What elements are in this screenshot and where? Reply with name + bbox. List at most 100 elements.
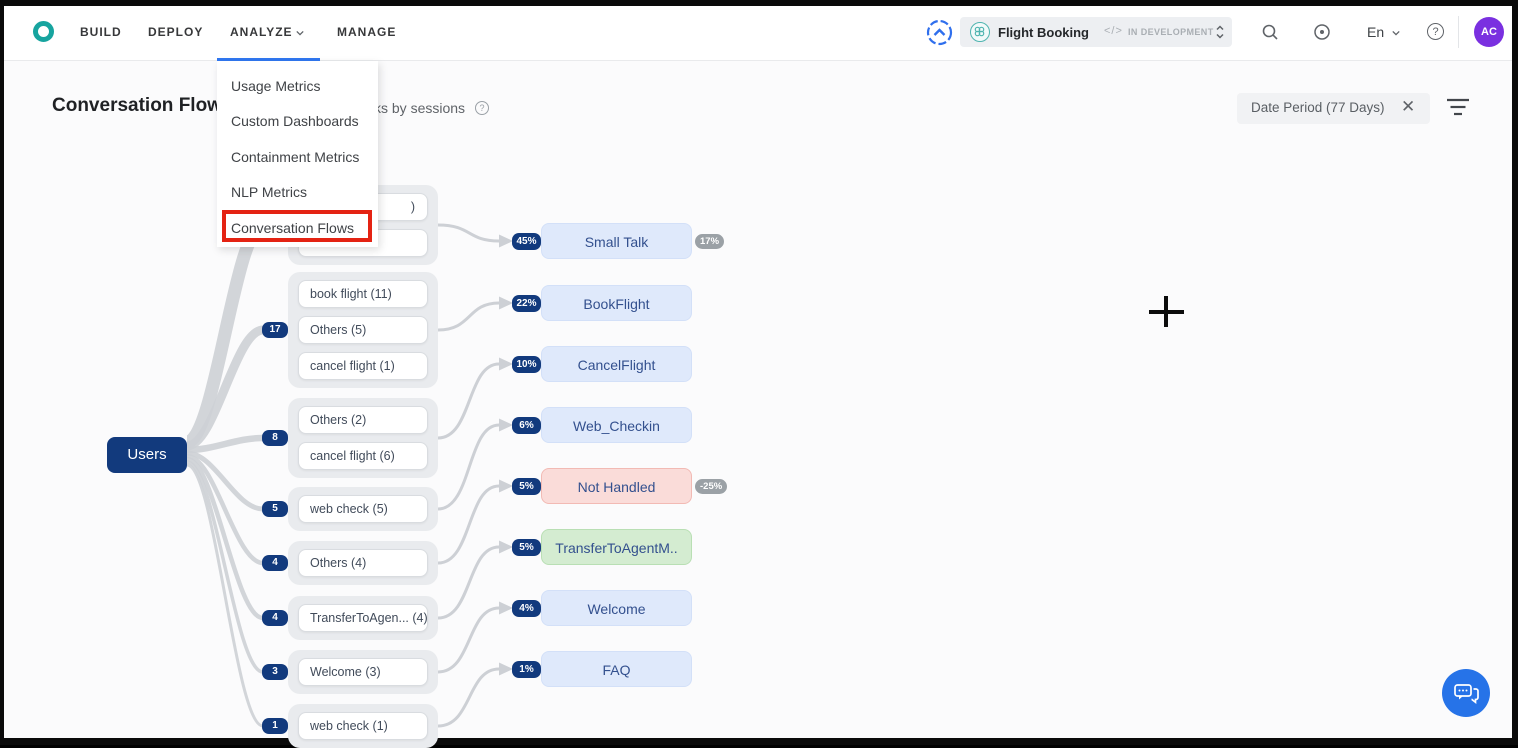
bot-status: IN DEVELOPMENT	[1128, 27, 1214, 37]
help-circle-icon[interactable]: ?	[475, 101, 489, 115]
bot-name: Flight Booking	[998, 25, 1089, 40]
flow-pct-badge: 4%	[512, 599, 541, 617]
language-label: En	[1367, 24, 1385, 40]
flow-edge	[437, 545, 500, 620]
flow-count-badge: 17	[262, 322, 288, 338]
arrowhead-icon	[499, 234, 513, 248]
flow-node[interactable]: FAQ	[541, 651, 692, 687]
flow-box[interactable]: book flight (11)	[298, 280, 428, 308]
flow-box[interactable]: cancel flight (1)	[298, 352, 428, 380]
flow-group: web check (5)	[288, 487, 438, 531]
flow-edge	[437, 423, 500, 511]
flow-edge	[186, 463, 264, 728]
flow-box[interactable]: web check (5)	[298, 495, 428, 523]
arrowhead-icon	[499, 296, 513, 310]
help-icon[interactable]: ?	[1427, 23, 1444, 40]
highlight-box	[222, 210, 372, 242]
flow-pct-badge: 10%	[512, 355, 541, 373]
remove-date-filter-icon[interactable]: ✕	[1401, 97, 1416, 116]
flow-group: TransferToAgen... (4)	[288, 596, 438, 640]
analyze-dropdown-menu: Usage Metrics Custom Dashboards Containm…	[217, 61, 378, 247]
search-icon[interactable]	[1261, 23, 1279, 41]
flow-node[interactable]: Small Talk	[541, 223, 692, 259]
menu-item-usage-metrics[interactable]: Usage Metrics	[231, 78, 321, 94]
publish-progress-icon[interactable]	[926, 19, 953, 46]
nav-analyze[interactable]: ANALYZE	[230, 25, 293, 39]
chat-widget-button[interactable]	[1442, 669, 1490, 717]
language-selector[interactable]: En	[1367, 24, 1384, 40]
users-node[interactable]: Users	[107, 437, 187, 473]
bot-selector-chevrons-icon	[1216, 25, 1224, 39]
flow-count-badge: 4	[262, 610, 288, 626]
flow-edge	[437, 301, 500, 332]
flow-node[interactable]: BookFlight	[541, 285, 692, 321]
arrowhead-icon	[499, 601, 513, 615]
nav-build[interactable]: BUILD	[80, 25, 122, 39]
flow-change-badge: -25%	[695, 478, 728, 494]
flow-box[interactable]: Others (2)	[298, 406, 428, 434]
date-filter-chip[interactable]: Date Period (77 Days) ✕	[1237, 93, 1430, 124]
flow-box[interactable]: web check (1)	[298, 712, 428, 740]
target-icon[interactable]	[1313, 23, 1331, 41]
crosshair-cursor	[1164, 296, 1168, 327]
flow-node[interactable]: Not Handled	[541, 468, 692, 504]
arrowhead-icon	[499, 418, 513, 432]
nav-deploy[interactable]: DEPLOY	[148, 25, 204, 39]
flow-edge	[186, 460, 264, 674]
flow-edge	[186, 450, 264, 512]
flow-box[interactable]: Welcome (3)	[298, 658, 428, 686]
flow-pct-badge: 22%	[512, 294, 541, 312]
page-subtitle-fragment: ks by sessions	[374, 100, 466, 116]
flow-pct-badge: 5%	[512, 477, 541, 495]
nav-divider	[1458, 16, 1459, 48]
flow-count-badge: 5	[262, 501, 288, 517]
menu-item-containment-metrics[interactable]: Containment Metrics	[231, 149, 360, 165]
nav-manage[interactable]: MANAGE	[337, 25, 397, 39]
date-filter-label: Date Period (77 Days)	[1251, 100, 1385, 115]
menu-item-conversation-flows[interactable]: Conversation Flows	[231, 220, 354, 236]
bot-selector[interactable]: Flight Booking </> IN DEVELOPMENT	[960, 17, 1232, 47]
flow-pct-badge: 45%	[512, 232, 541, 250]
flow-pct-badge: 1%	[512, 660, 541, 678]
flow-count-badge: 1	[262, 718, 288, 734]
flow-box[interactable]: Others (5)	[298, 316, 428, 344]
menu-item-custom-dashboards[interactable]: Custom Dashboards	[231, 113, 359, 129]
flow-edge	[437, 667, 500, 728]
flow-group: web check (1)	[288, 704, 438, 748]
flow-group: Others (2) cancel flight (6)	[288, 398, 438, 478]
flow-edge	[185, 325, 265, 451]
flow-box[interactable]: cancel flight (6)	[298, 442, 428, 470]
flow-edge	[437, 362, 500, 440]
flow-node[interactable]: Welcome	[541, 590, 692, 626]
brand-logo[interactable]	[33, 21, 54, 42]
arrowhead-icon	[499, 479, 513, 493]
language-chevron-icon	[1392, 30, 1400, 36]
top-nav	[4, 6, 1512, 61]
flow-pct-badge: 5%	[512, 538, 541, 556]
flow-node[interactable]: CancelFlight	[541, 346, 692, 382]
active-tab-underline	[217, 58, 320, 61]
flow-pct-badge: 6%	[512, 416, 541, 434]
arrowhead-icon	[499, 540, 513, 554]
flow-edge	[437, 606, 500, 674]
flow-edge	[437, 223, 500, 243]
flow-node[interactable]: TransferToAgentM..	[541, 529, 692, 565]
code-icon: </>	[1104, 25, 1123, 37]
flow-edge	[186, 434, 264, 454]
flow-group: book flight (11) Others (5) cancel flight …	[288, 272, 438, 388]
flow-group: Welcome (3)	[288, 650, 438, 694]
analyze-chevron-icon	[296, 30, 304, 36]
flow-change-badge: 17%	[695, 233, 725, 249]
filter-icon[interactable]	[1446, 96, 1470, 118]
arrowhead-icon	[499, 357, 513, 371]
flow-edge	[186, 453, 264, 566]
flow-box[interactable]: TransferToAgen... (4)	[298, 604, 428, 632]
flow-count-badge: 8	[262, 430, 288, 446]
flow-box[interactable]: Others (4)	[298, 549, 428, 577]
user-avatar[interactable]: AC	[1474, 17, 1504, 47]
flow-edge	[437, 484, 500, 565]
menu-item-nlp-metrics[interactable]: NLP Metrics	[231, 184, 307, 200]
flow-node[interactable]: Web_Checkin	[541, 407, 692, 443]
